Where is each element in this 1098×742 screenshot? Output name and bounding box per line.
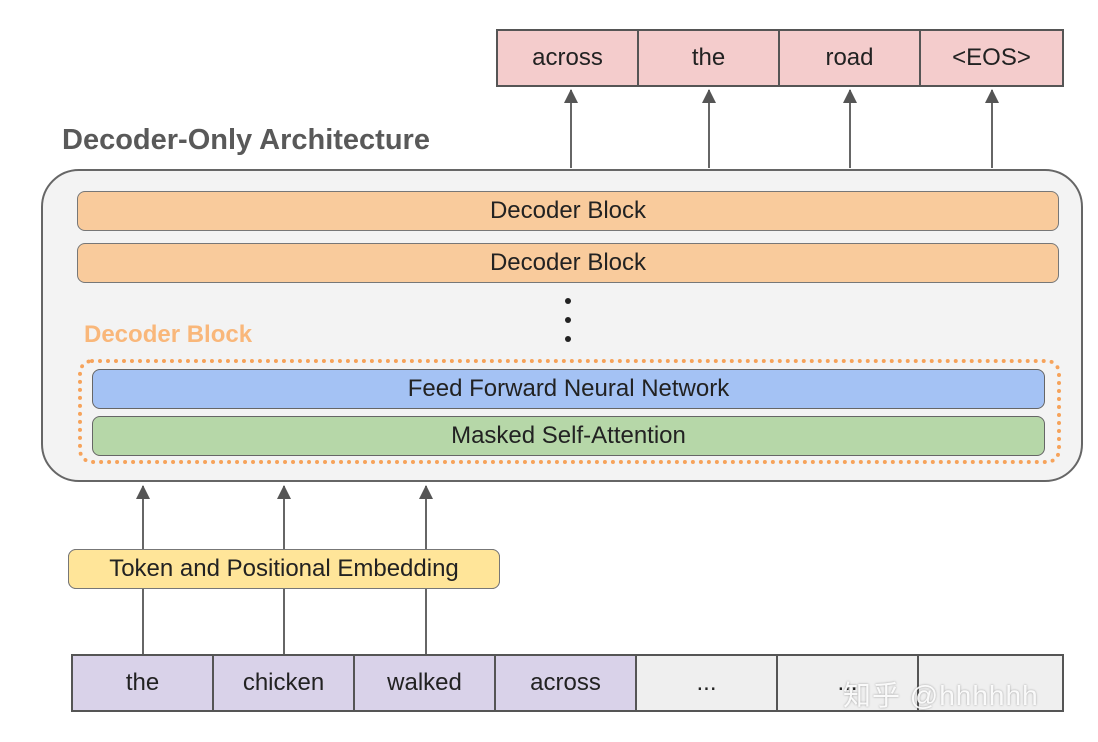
input-token: ... (637, 656, 778, 710)
input-token: the (73, 656, 214, 710)
output-token: <EOS> (921, 31, 1062, 85)
input-token: across (496, 656, 637, 710)
arrowhead-icon (564, 89, 578, 103)
input-token (919, 656, 1062, 710)
arrowhead-icon (702, 89, 716, 103)
ellipsis-dot (565, 336, 571, 342)
masked-self-attention-block: Masked Self-Attention (92, 416, 1045, 456)
input-token: ... (778, 656, 919, 710)
arrowhead-icon (843, 89, 857, 103)
input-token: chicken (214, 656, 355, 710)
output-token: the (639, 31, 780, 85)
arrowhead-icon (419, 485, 433, 499)
arrowhead-icon (136, 485, 150, 499)
ellipsis-dot (565, 317, 571, 323)
output-row-frame (496, 29, 1064, 87)
watermark: 知乎 @hhhhhh (843, 680, 1039, 711)
decoder-block-label: Decoder Block (84, 321, 253, 348)
diagram-title: Decoder-Only Architecture (62, 124, 430, 156)
decoder-block: Decoder Block (77, 191, 1059, 231)
decoder-block: Decoder Block (77, 243, 1059, 283)
embedding-block-overlay: Token and Positional Embedding (68, 549, 500, 589)
arrowhead-icon (985, 89, 999, 103)
output-token: road (780, 31, 921, 85)
decoder-block-detail-frame (78, 359, 1061, 464)
input-row-frame (71, 654, 1064, 712)
input-token: walked (355, 656, 496, 710)
ellipsis-dot (565, 298, 571, 304)
arrowhead-icon (277, 485, 291, 499)
feed-forward-block: Feed Forward Neural Network (92, 369, 1045, 409)
output-token: across (498, 31, 639, 85)
